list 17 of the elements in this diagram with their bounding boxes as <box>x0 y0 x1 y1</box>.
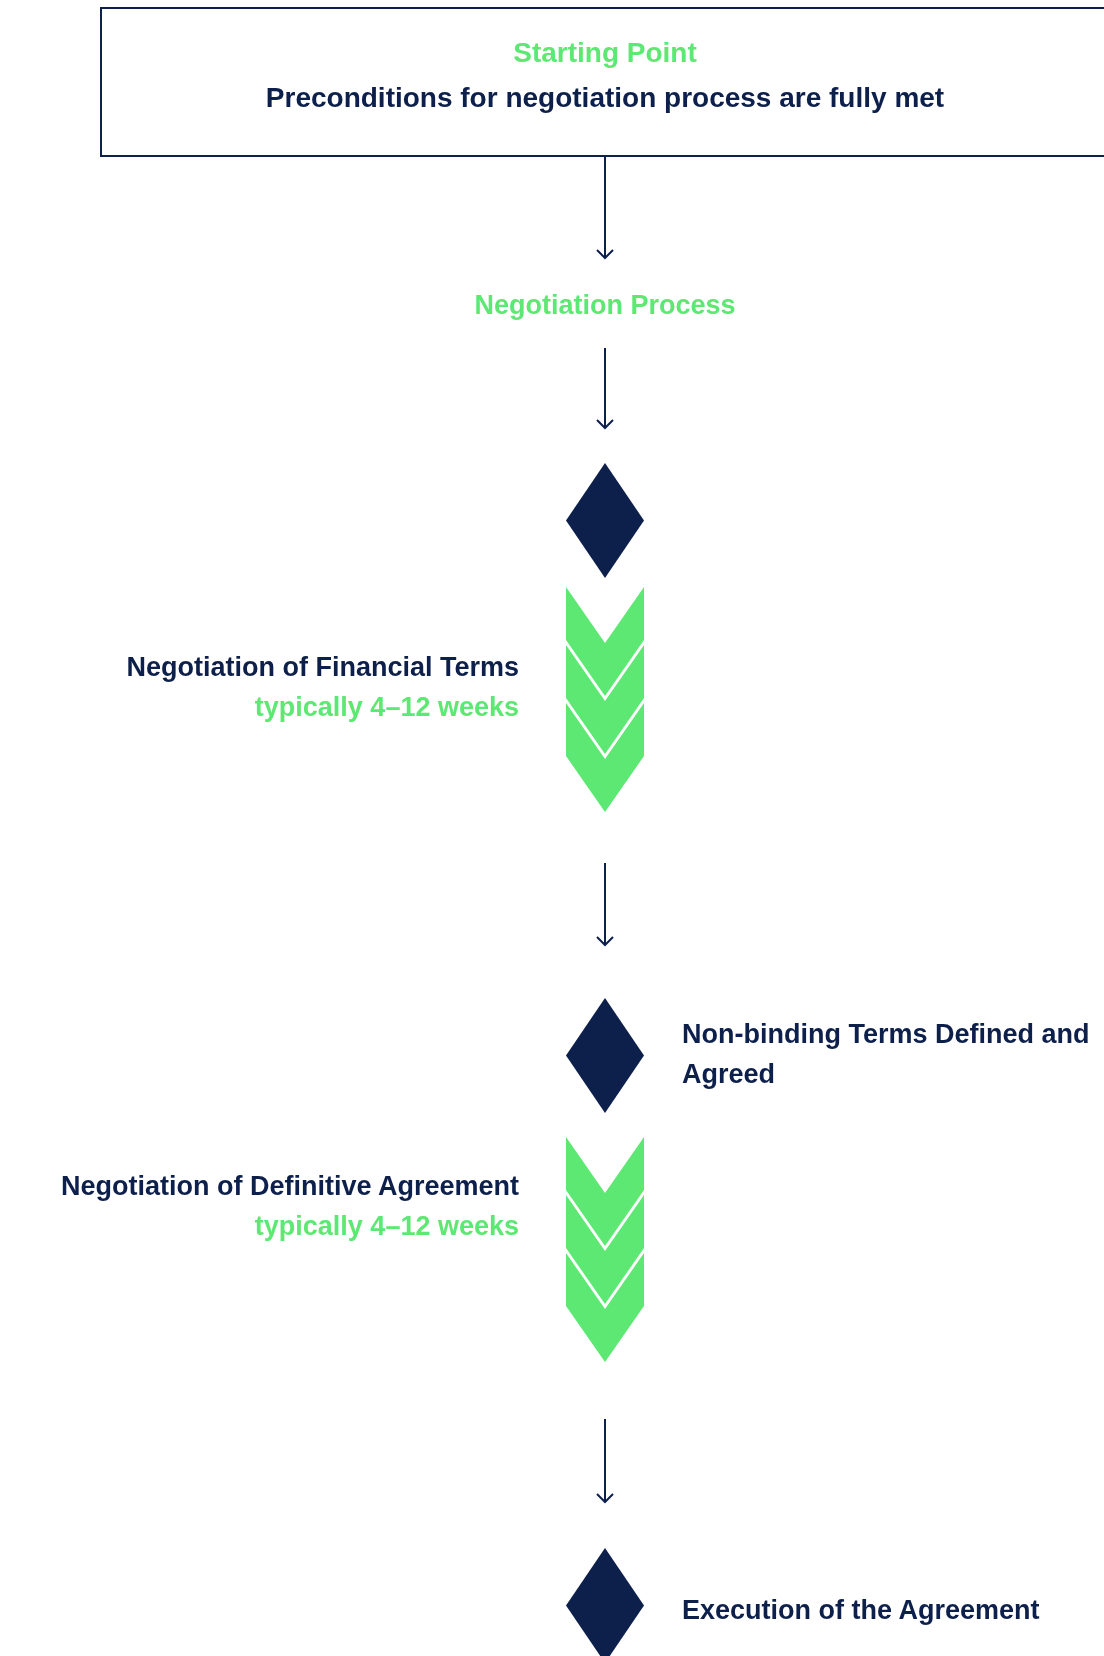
milestone-diamond <box>566 1548 644 1656</box>
arrow <box>596 1418 614 1503</box>
phase-label: Negotiation Process <box>405 288 805 322</box>
arrow <box>596 156 614 259</box>
step-label: Execution of the Agreement <box>682 1594 1041 1627</box>
duration-label: typically 4–12 weeks <box>253 691 519 724</box>
duration-label: typically 4–12 weeks <box>253 1210 519 1243</box>
step-label: Negotiation of Financial Terms <box>125 651 519 684</box>
milestone-diamond <box>566 463 644 578</box>
step-label: Negotiation of Definitive Agreement <box>59 1170 519 1203</box>
step-label: Non-binding Terms Defined and Agreed <box>682 1018 1091 1091</box>
milestone-diamond <box>566 998 644 1113</box>
start-box <box>100 7 1104 157</box>
arrow <box>596 862 614 946</box>
box-text: Preconditions for negotiation process are fully met <box>264 81 946 115</box>
arrow <box>596 347 614 429</box>
box-heading: Starting Point <box>512 36 698 70</box>
